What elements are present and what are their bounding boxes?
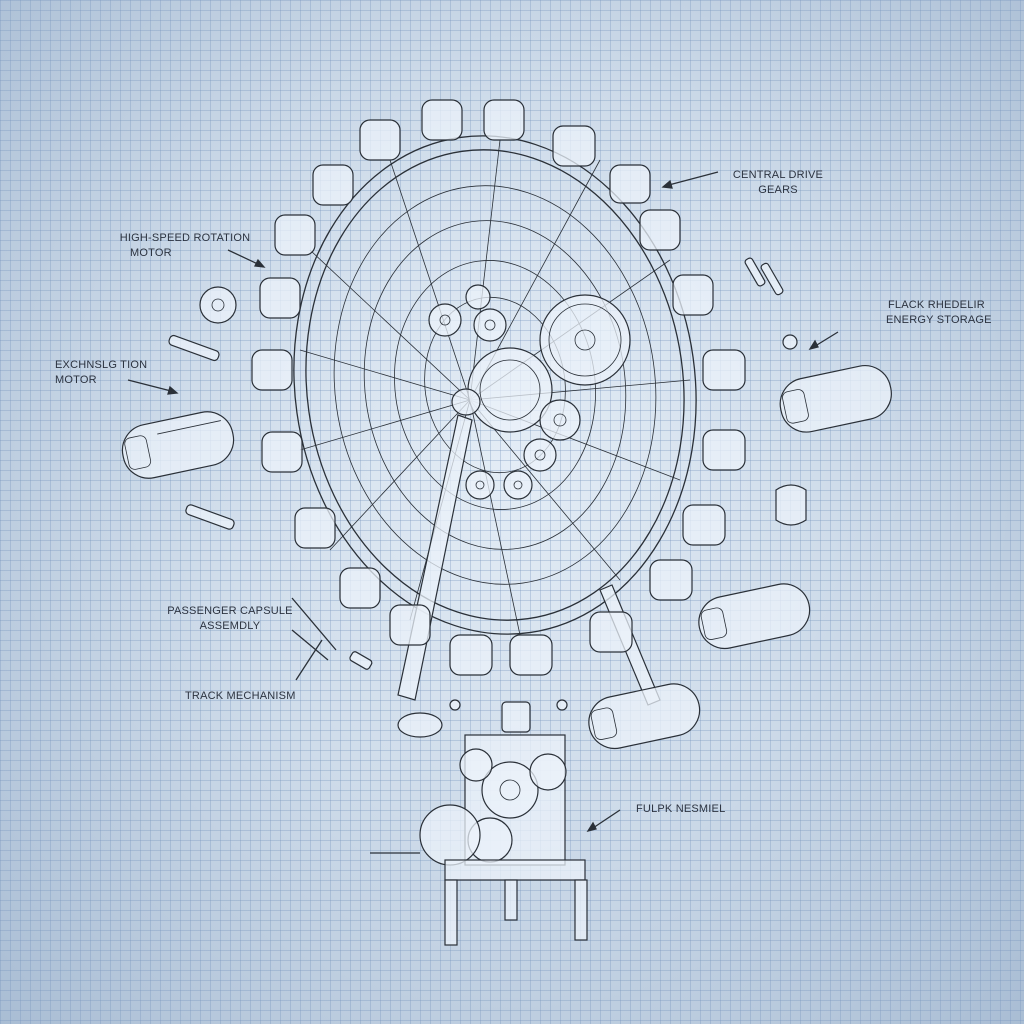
central-gear-train [428, 284, 631, 500]
label-line: HIGH-SPEED ROTATION [119, 232, 251, 244]
exploded-capsules [121, 364, 892, 750]
loose-parts [168, 257, 798, 738]
label-energy-storage: FLACK RHEDELIR ENERGY STORAGE [886, 298, 992, 328]
label-line: GEARS [758, 184, 798, 196]
leader-arrows [127, 171, 839, 833]
label-high-speed-rotation-motor: HIGH-SPEED ROTATION MOTOR [110, 231, 260, 261]
drive-unit [370, 701, 588, 946]
label-line: MOTOR [55, 374, 97, 386]
label-line: TRACK MECHANISM [185, 690, 296, 702]
wheel-capsules [251, 99, 746, 676]
label-line: FULPK NESMIEL [636, 803, 726, 815]
label-exchange-motor: EXCHNSLG TION MOTOR [55, 358, 147, 388]
label-line: PASSENGER CAPSULE [167, 605, 293, 617]
label-central-drive-gears: CENTRAL DRIVE GEARS [728, 168, 828, 198]
label-line: EXCHNSLG TION [55, 359, 148, 371]
wheel-rim [293, 135, 697, 635]
label-line: MOTOR [130, 247, 172, 259]
label-line: CENTRAL DRIVE [732, 169, 824, 181]
label-line: FLACK RHEDELIR [888, 299, 985, 311]
label-drive-unit: FULPK NESMIEL [636, 802, 725, 817]
label-passenger-capsule-assembly: PASSENGER CAPSULE ASSEMDLY [165, 604, 295, 634]
label-track-mechanism: TRACK MECHANISM [185, 689, 296, 704]
label-line: ENERGY STORAGE [886, 314, 992, 326]
label-line: ASSEMDLY [199, 620, 261, 632]
